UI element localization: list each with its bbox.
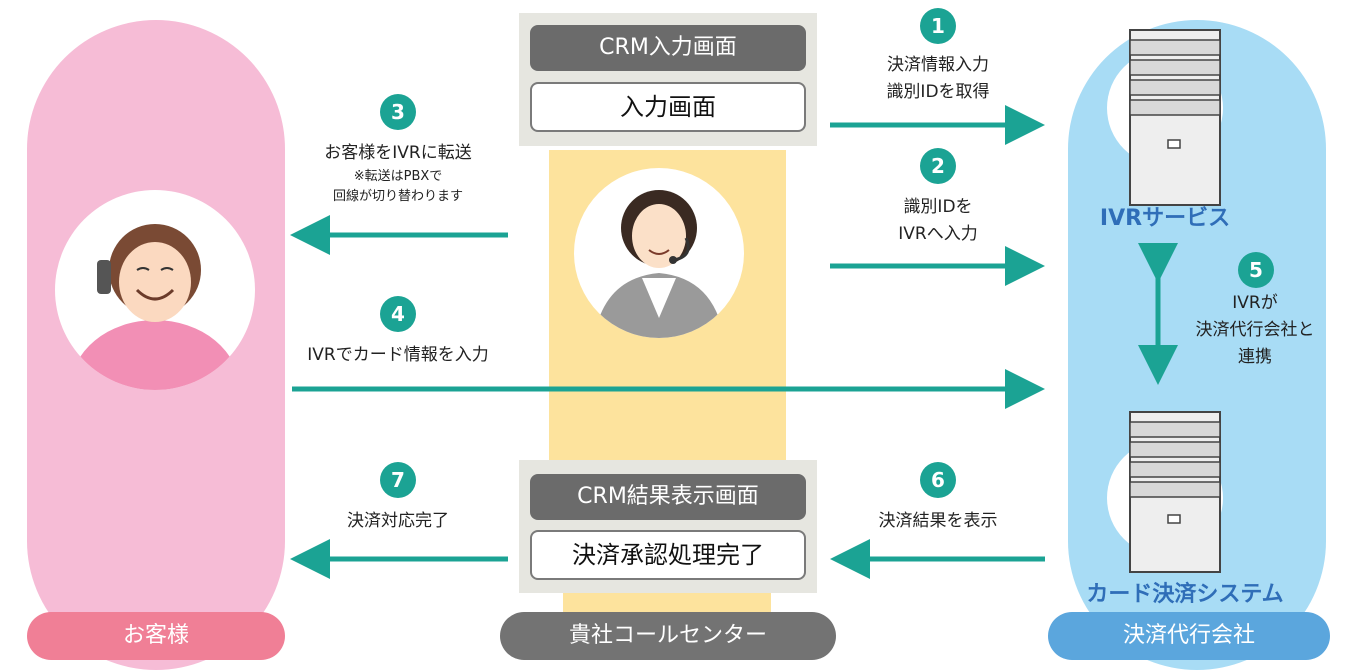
step-3-number: 3 bbox=[380, 94, 416, 130]
crm-result-body: 決済承認処理完了 bbox=[530, 530, 806, 580]
step-2-number: 2 bbox=[920, 148, 956, 184]
operator-avatar bbox=[574, 168, 744, 338]
step-7-text: 決済対応完了 bbox=[347, 511, 449, 531]
card-server-icon bbox=[1107, 411, 1223, 573]
agency-label: 決済代行会社 bbox=[1048, 612, 1330, 660]
step-4-text: IVRでカード情報を入力 bbox=[307, 345, 489, 365]
callcenter-label: 貴社コールセンター bbox=[500, 612, 836, 660]
step-3-text: お客様をIVRに転送 ※転送はPBXで 回線が切り替わります bbox=[324, 143, 472, 204]
crm-result-title: CRM結果表示画面 bbox=[530, 474, 806, 520]
ivr-server-icon bbox=[1107, 29, 1223, 206]
step-6-text: 決済結果を表示 bbox=[878, 511, 998, 531]
step-7-number: 7 bbox=[380, 462, 416, 498]
customer-avatar bbox=[55, 190, 255, 390]
step-5-text: IVRが決済代行会社と連携 bbox=[1195, 293, 1315, 367]
ivr-service-title: IVRサービス bbox=[1099, 206, 1231, 231]
step-5-number: 5 bbox=[1238, 252, 1274, 288]
step-1-text: 決済情報入力識別IDを取得 bbox=[886, 55, 990, 102]
step-1-number: 1 bbox=[920, 8, 956, 44]
step-4-number: 4 bbox=[380, 296, 416, 332]
step-6-number: 6 bbox=[920, 462, 956, 498]
customer-label: お客様 bbox=[27, 612, 285, 660]
crm-input-title: CRM入力画面 bbox=[530, 25, 806, 71]
card-system-title: カード決済システム bbox=[1086, 582, 1284, 607]
crm-input-body: 入力画面 bbox=[530, 82, 806, 132]
